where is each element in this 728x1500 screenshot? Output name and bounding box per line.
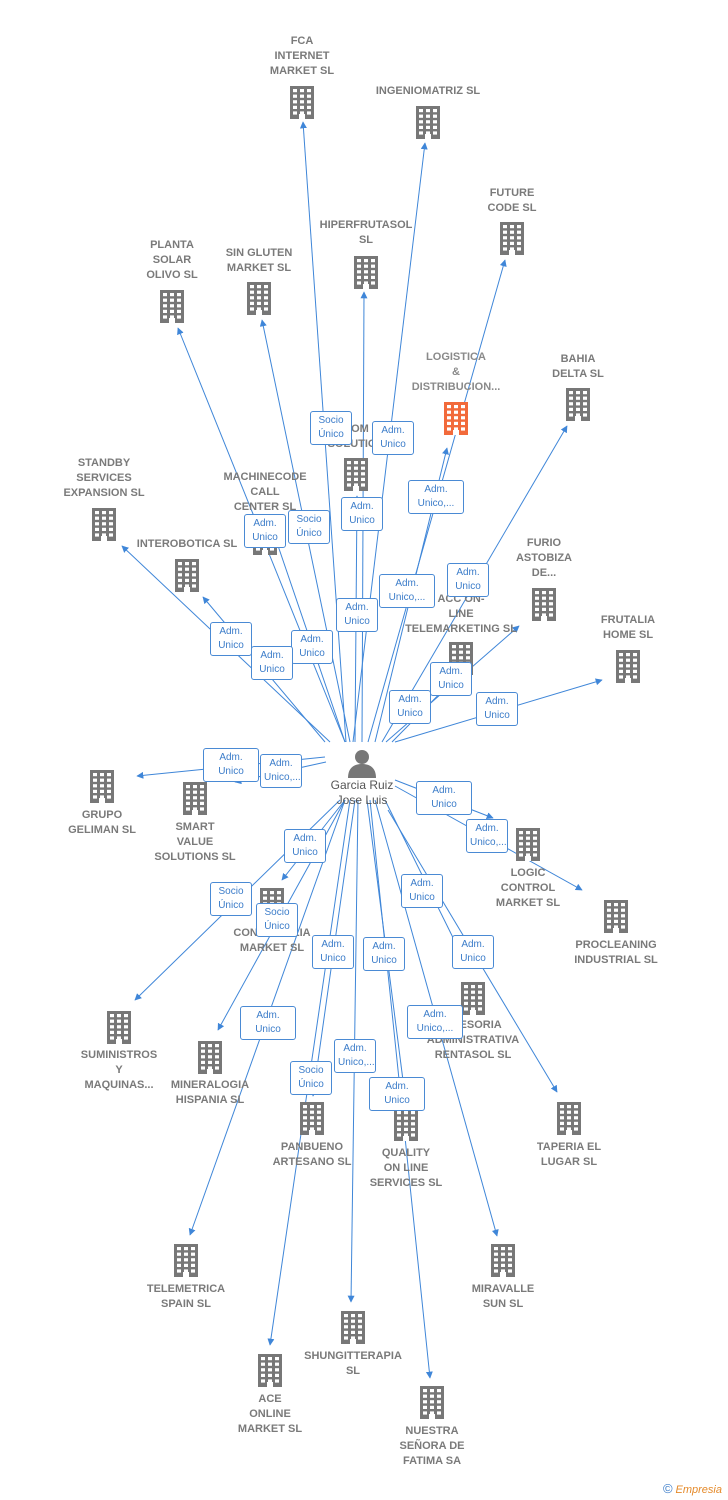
company-name: LOGIC CONTROL MARKET SL — [495, 867, 561, 909]
role-badge[interactable]: Adm. Unico — [372, 421, 414, 455]
building-icon — [498, 221, 526, 255]
center-person-name: Garcia Ruiz Jose Luis — [330, 778, 394, 807]
building-icon — [614, 649, 642, 683]
building-icon — [88, 769, 116, 803]
company-name: PROCLEANING INDUSTRIAL SL — [574, 939, 658, 966]
role-badge[interactable]: Adm. Unico,... — [466, 819, 508, 853]
role-badge[interactable]: Adm. Unico,... — [334, 1039, 376, 1073]
role-badge[interactable]: Socio Único — [210, 882, 252, 916]
role-badge[interactable]: Adm. Unico — [452, 935, 494, 969]
building-icon — [158, 289, 186, 323]
company-name: NUESTRA SEÑORA DE FATIMA SA — [399, 1425, 465, 1467]
building-icon — [245, 281, 273, 315]
company-name: BAHIA DELTA SL — [552, 353, 604, 380]
role-badge[interactable]: Adm. Unico — [251, 646, 293, 680]
building-icon — [442, 401, 470, 435]
building-icon — [352, 255, 380, 289]
role-badge[interactable]: Adm. Unico — [416, 781, 472, 815]
role-badge[interactable]: Adm. Unico — [476, 692, 518, 726]
company-name: SIN GLUTEN MARKET SL — [225, 247, 293, 274]
building-icon — [459, 981, 487, 1015]
building-icon — [414, 105, 442, 139]
company-name: STANDBY SERVICES EXPANSION SL — [63, 457, 145, 499]
company-name: TELEMETRICA SPAIN SL — [146, 1283, 226, 1310]
company-name: ACE ONLINE MARKET SL — [237, 1393, 303, 1435]
building-icon — [181, 781, 209, 815]
company-name: GRUPO GELIMAN SL — [68, 809, 136, 836]
building-icon — [342, 457, 370, 491]
building-icon — [298, 1101, 326, 1135]
role-badge[interactable]: Adm. Unico — [210, 622, 252, 656]
building-icon — [196, 1040, 224, 1074]
company-name: INGENIOMATRIZ SL — [375, 85, 481, 97]
company-name: LOGISTICA & DISTRIBUCION... — [411, 351, 501, 393]
building-icon — [489, 1243, 517, 1277]
role-badge[interactable]: Adm. Unico — [389, 690, 431, 724]
building-icon — [418, 1385, 446, 1419]
company-name: HIPERFRUTASOL SL — [319, 219, 413, 246]
role-badge[interactable]: Adm. Unico — [447, 563, 489, 597]
building-icon — [530, 587, 558, 621]
role-badge[interactable]: Adm. Unico,... — [379, 574, 435, 608]
company-name: MIRAVALLE SUN SL — [471, 1283, 535, 1310]
role-badge[interactable]: Adm. Unico — [284, 829, 326, 863]
building-icon — [256, 1353, 284, 1387]
role-badge[interactable]: Socio Único — [290, 1061, 332, 1095]
person-icon — [348, 750, 376, 778]
company-name: FRUTALIA HOME SL — [600, 614, 656, 641]
role-badge[interactable]: Socio Único — [288, 510, 330, 544]
building-icon — [392, 1107, 420, 1141]
company-name: FURIO ASTOBIZA DE... — [515, 537, 573, 579]
role-badge[interactable]: Adm. Unico,... — [260, 754, 302, 788]
copyright-symbol: © — [662, 1481, 673, 1496]
role-badge[interactable]: Adm. Unico — [336, 598, 378, 632]
building-icon — [564, 387, 592, 421]
role-badge[interactable]: Adm. Unico — [312, 935, 354, 969]
building-icon — [339, 1310, 367, 1344]
center-person[interactable]: Garcia Ruiz Jose Luis — [310, 748, 414, 808]
role-badge[interactable]: Adm. Unico — [363, 937, 405, 971]
company-name: SUMINISTROS Y MAQUINAS... — [80, 1049, 158, 1091]
footer-brand[interactable]: ©Empresia — [663, 1481, 722, 1496]
company-name: FUTURE CODE SL — [487, 187, 537, 214]
company-name: QUALITY ON LINE SERVICES SL — [369, 1147, 443, 1189]
role-badge[interactable]: Adm. Unico,... — [407, 1005, 463, 1039]
company-name: SHUNGITTERAPIA SL — [304, 1350, 402, 1377]
company-name: FCA INTERNET MARKET SL — [269, 35, 335, 77]
building-icon — [173, 558, 201, 592]
role-badge[interactable]: Adm. Unico — [401, 874, 443, 908]
role-badge[interactable]: Socio Único — [310, 411, 352, 445]
role-badge[interactable]: Adm. Unico — [240, 1006, 296, 1040]
role-badge[interactable]: Adm. Unico — [291, 630, 333, 664]
role-badge[interactable]: Adm. Unico — [244, 514, 286, 548]
role-badge[interactable]: Adm. Unico,... — [408, 480, 464, 514]
company-name: MINERALOGIA HISPANIA SL — [170, 1079, 250, 1106]
role-badge[interactable]: Adm. Unico — [430, 662, 472, 696]
company-name: TAPERIA EL LUGAR SL — [536, 1141, 602, 1168]
building-icon — [602, 899, 630, 933]
company-name: PLANTA SOLAR OLIVO SL — [146, 239, 198, 281]
role-badge[interactable]: Adm. Unico — [203, 748, 259, 782]
building-icon — [105, 1010, 133, 1044]
role-badge[interactable]: Adm. Unico — [341, 497, 383, 531]
building-icon — [288, 85, 316, 119]
company-name: INTEROBOTICA SL — [136, 538, 238, 550]
building-icon — [555, 1101, 583, 1135]
company-name: PANBUENO ARTESANO SL — [272, 1141, 352, 1168]
building-icon — [90, 507, 118, 541]
company-name: MACHINECODE CALL CENTER SL — [223, 471, 307, 513]
building-icon — [172, 1243, 200, 1277]
brand-name: Empresia — [675, 1484, 722, 1496]
role-badge[interactable]: Socio Único — [256, 903, 298, 937]
building-icon — [514, 827, 542, 861]
role-badge[interactable]: Adm. Unico — [369, 1077, 425, 1111]
company-name: SMART VALUE SOLUTIONS SL — [154, 821, 236, 863]
